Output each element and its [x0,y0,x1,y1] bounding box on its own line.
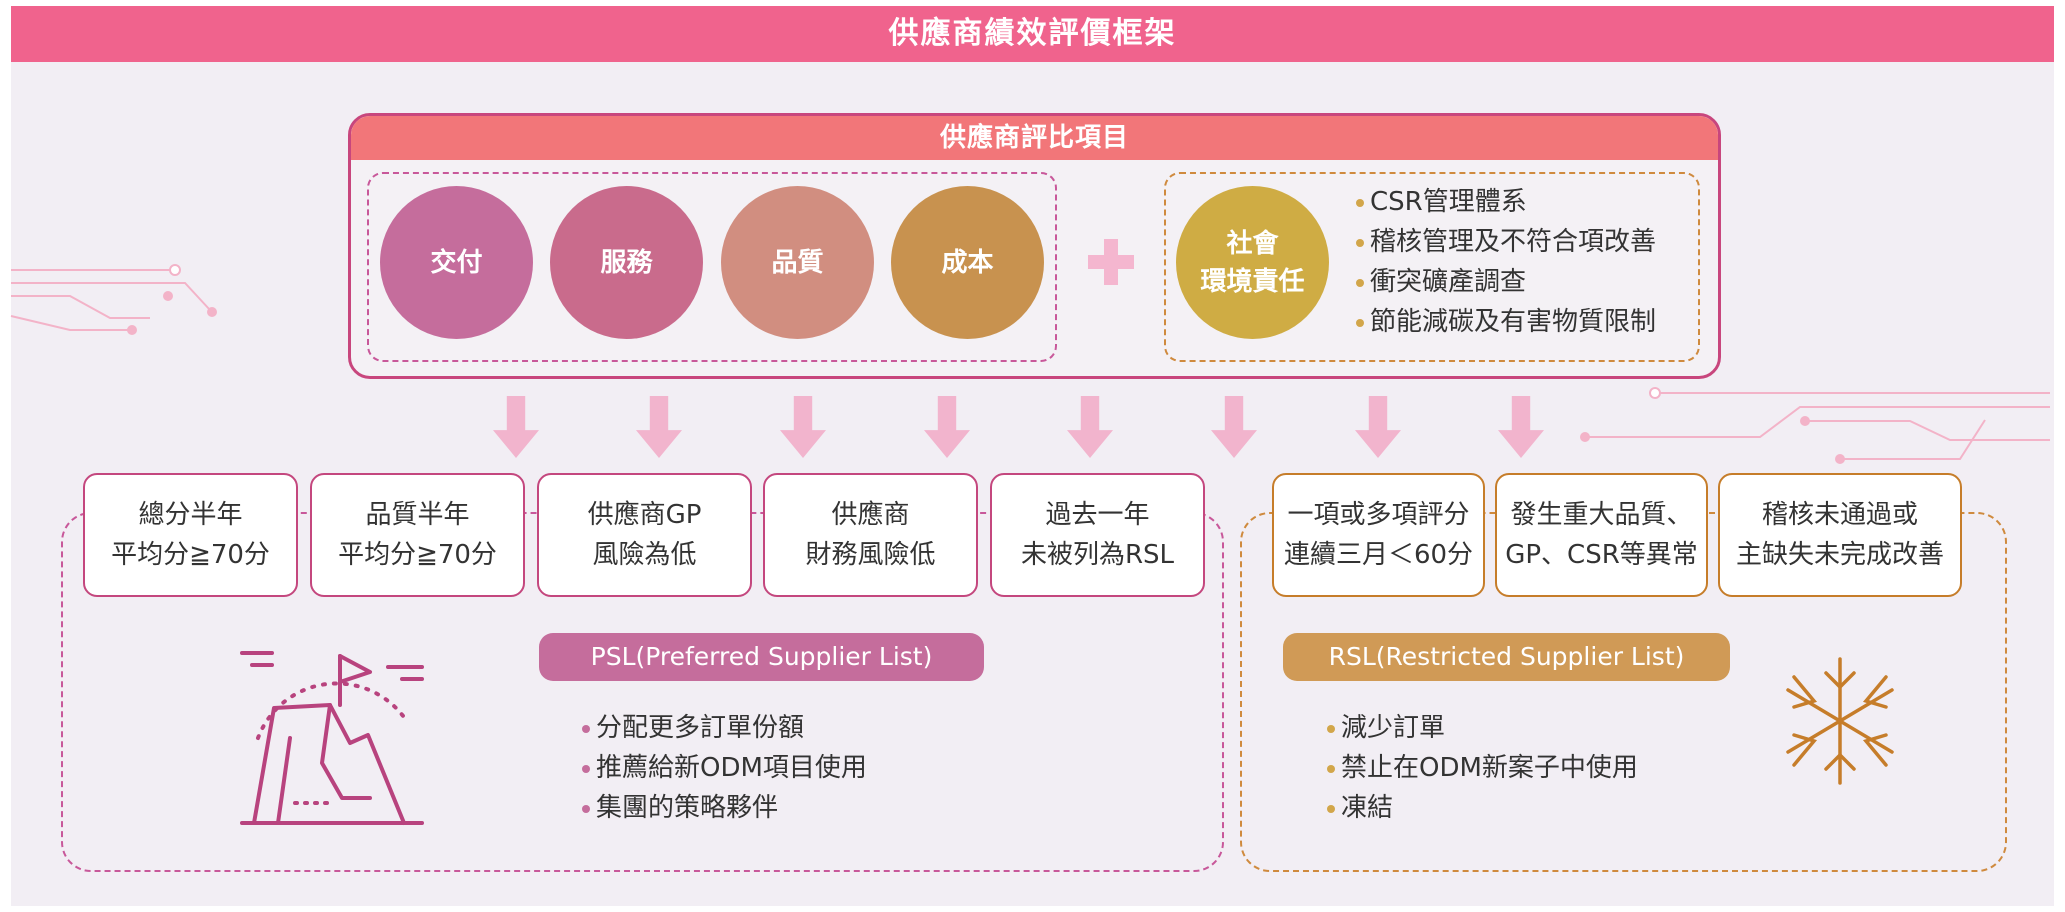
csr-group [1164,172,1700,362]
snowflake-icon [1786,657,1894,785]
psl-criterion-5: 過去一年未被列為RSL [990,473,1205,597]
list-item: 減少訂單 [1327,708,1638,748]
list-item: 稽核管理及不符合項改善 [1356,222,1656,262]
list-item: 分配更多訂單份額 [582,708,867,748]
psl-criterion-1: 總分半年平均分≧70分 [83,473,298,597]
circle-cost: 成本 [891,186,1044,339]
rsl-label: RSL(Restricted Supplier List) [1283,633,1730,681]
psl-criterion-4: 供應商財務風險低 [763,473,978,597]
rsl-criterion-1: 一項或多項評分連續三月＜60分 [1272,473,1485,597]
csr-list: CSR管理體系 稽核管理及不符合項改善 衝突礦產調查 節能減碳及有害物質限制 [1356,182,1656,342]
psl-criterion-2: 品質半年平均分≧70分 [310,473,525,597]
list-item: 衝突礦產調查 [1356,262,1656,302]
rsl-actions-list: 減少訂單 禁止在ODM新案子中使用 凍結 [1327,708,1638,828]
page-title: 供應商績效評價框架 [11,6,2054,62]
circle-service: 服務 [550,186,703,339]
list-item: CSR管理體系 [1356,182,1656,222]
list-item: 節能減碳及有害物質限制 [1356,302,1656,342]
core-criteria-group [367,172,1057,362]
psl-label: PSL(Preferred Supplier List) [539,633,984,681]
circle-delivery: 交付 [380,186,533,339]
circle-quality: 品質 [721,186,874,339]
rsl-criterion-2: 發生重大品質、GP、CSR等異常 [1495,473,1708,597]
rsl-criterion-3: 稽核未通過或主缺失未完成改善 [1718,473,1962,597]
plus-icon [1088,239,1134,285]
mountain-flag-icon [240,651,424,825]
evaluation-header: 供應商評比項目 [351,116,1718,160]
circle-csr: 社會 環境責任 [1176,186,1329,339]
psl-benefits-list: 分配更多訂單份額 推薦給新ODM項目使用 集團的策略夥伴 [582,708,867,828]
list-item: 禁止在ODM新案子中使用 [1327,748,1638,788]
list-item: 推薦給新ODM項目使用 [582,748,867,788]
list-item: 集團的策略夥伴 [582,788,867,828]
list-item: 凍結 [1327,788,1638,828]
content-layer: 供應商績效評價框架 [11,6,2054,906]
